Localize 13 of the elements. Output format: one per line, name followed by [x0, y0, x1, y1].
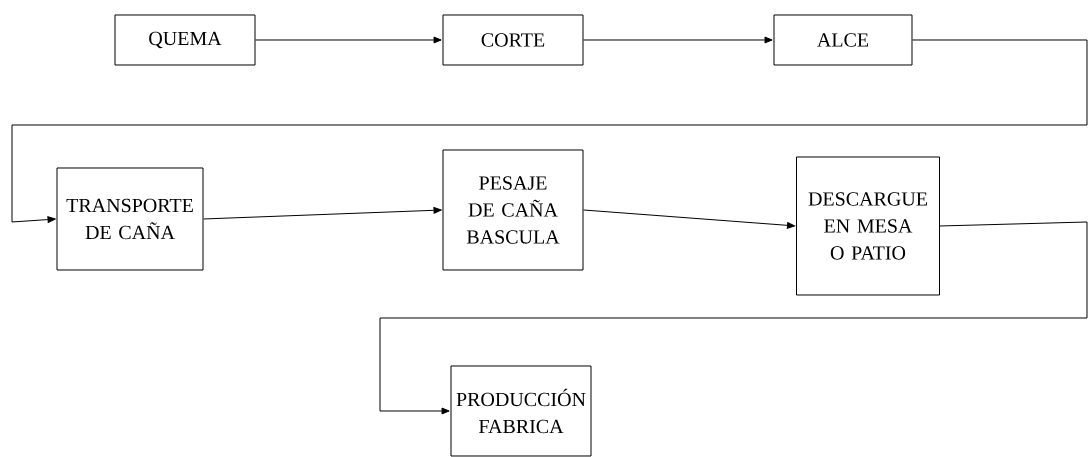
arrow: [11, 39, 1088, 223]
arrow: [583, 36, 773, 44]
process-box: DESCARGUE EN MESA O PATIO: [796, 156, 940, 296]
process-box: QUEMA: [114, 14, 256, 66]
process-box: PESAJE DE CAÑA BASCULA: [442, 149, 584, 271]
process-box: ALCE: [773, 14, 913, 66]
process-box: TRANSPORTE DE CAÑA: [56, 167, 204, 271]
process-box: PRODUCCIÓN FABRICA: [450, 365, 592, 457]
arrow: [379, 221, 1088, 415]
arrow: [203, 206, 442, 220]
arrow: [255, 36, 442, 44]
process-box: CORTE: [442, 14, 584, 66]
arrow: [583, 209, 796, 229]
